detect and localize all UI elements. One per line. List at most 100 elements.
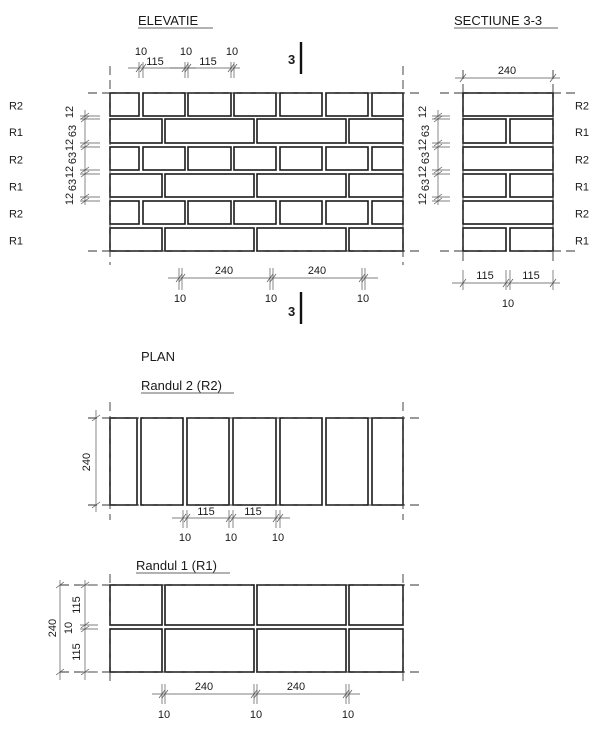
- tick-mark: [80, 139, 90, 147]
- tick-mark: [361, 273, 369, 283]
- brick: [325, 200, 369, 225]
- dimension-label: 10: [135, 46, 147, 58]
- brick: [164, 628, 255, 673]
- brick: [325, 417, 369, 506]
- tick-mark: [506, 278, 514, 288]
- brick: [142, 146, 186, 171]
- tick-mark: [433, 197, 443, 205]
- row-height-dimension: 12: [64, 139, 76, 151]
- tick-mark: [549, 278, 557, 288]
- brick: [462, 92, 554, 117]
- row-label: R2: [9, 155, 23, 167]
- brick: [348, 173, 404, 198]
- brick: [462, 118, 507, 144]
- tick-mark: [135, 63, 143, 73]
- brick: [462, 173, 507, 198]
- plan-title: PLAN: [141, 349, 175, 364]
- plan-r1-title: Randul 1 (R1): [136, 558, 217, 573]
- plan-r1-side: 10: [63, 622, 75, 634]
- brick: [279, 417, 323, 506]
- tick-mark: [549, 73, 557, 83]
- brick: [348, 227, 404, 252]
- brick: [164, 584, 255, 626]
- plan-r1-side: 115: [71, 643, 83, 661]
- brick: [371, 417, 404, 506]
- dimension-label: 115: [476, 270, 494, 282]
- dimension-label: 115: [244, 506, 262, 518]
- brick: [371, 146, 404, 171]
- tick-mark: [55, 668, 65, 676]
- dimension-label: 240: [195, 681, 213, 693]
- brick: [187, 200, 232, 225]
- brick: [164, 173, 255, 198]
- tick-mark: [433, 139, 443, 147]
- brick: [164, 227, 255, 252]
- section-row-height-dimension: 12: [417, 106, 429, 118]
- brick: [509, 118, 554, 144]
- tick-mark: [91, 501, 101, 509]
- tick-mark: [175, 273, 183, 283]
- brick: [109, 628, 163, 673]
- tick-mark: [139, 63, 147, 73]
- dimension-label: 10: [250, 709, 262, 721]
- tick-mark: [502, 278, 510, 288]
- brick: [371, 200, 404, 225]
- section-row-label: R2: [575, 101, 589, 113]
- section-row-height-dimension: 63: [420, 125, 432, 137]
- section-row-label: R2: [575, 155, 589, 167]
- tick-mark: [266, 273, 274, 283]
- section-row-height-dimension: 63: [420, 179, 432, 191]
- tick-mark: [269, 273, 277, 283]
- section-row-label: R1: [575, 182, 589, 194]
- dimension-label: 10: [179, 532, 191, 544]
- brick: [348, 118, 404, 144]
- tick-mark: [158, 689, 166, 699]
- tick-mark: [80, 115, 90, 123]
- section-width-dimension: 240: [498, 65, 516, 77]
- section-row-height-dimension: 12: [417, 193, 429, 205]
- row-height-dimension: 12: [64, 193, 76, 205]
- tick-mark: [229, 513, 237, 523]
- tick-mark: [342, 689, 350, 699]
- brick: [279, 146, 323, 171]
- dimension-label: 10: [357, 293, 369, 305]
- tick-mark: [181, 63, 189, 73]
- brick: [140, 417, 184, 506]
- tick-mark: [80, 668, 90, 676]
- tick-mark: [433, 112, 443, 120]
- tick-mark: [358, 273, 366, 283]
- dimension-label: 240: [308, 265, 326, 277]
- tick-mark: [433, 143, 443, 151]
- brick: [462, 227, 507, 252]
- brick: [109, 584, 163, 626]
- dimension-label: 10: [158, 709, 170, 721]
- row-height-dimension: 63: [67, 152, 79, 164]
- tick-mark: [80, 143, 90, 151]
- dimension-label: 10: [265, 293, 277, 305]
- dimension-label: 115: [146, 56, 164, 68]
- dimension-label: 240: [287, 681, 305, 693]
- dimension-label: 115: [522, 270, 540, 282]
- brick: [109, 227, 163, 252]
- tick-mark: [433, 166, 443, 174]
- brick: [256, 628, 347, 673]
- tick-mark: [433, 115, 443, 123]
- tick-mark: [80, 581, 90, 589]
- tick-mark: [184, 63, 192, 73]
- brick: [109, 118, 163, 144]
- dimension-label: 10: [502, 298, 514, 310]
- section-row-height-dimension: 12: [417, 139, 429, 151]
- tick-mark: [80, 112, 90, 120]
- tick-mark: [161, 689, 169, 699]
- tick-mark: [230, 63, 238, 73]
- brick: [279, 200, 323, 225]
- section-row-label: R1: [575, 127, 589, 139]
- tick-mark: [80, 197, 90, 205]
- brick: [109, 417, 138, 506]
- brick: [509, 227, 554, 252]
- brick: [232, 417, 277, 506]
- row-label: R1: [9, 127, 23, 139]
- brick: [164, 118, 255, 144]
- brick: [348, 584, 404, 626]
